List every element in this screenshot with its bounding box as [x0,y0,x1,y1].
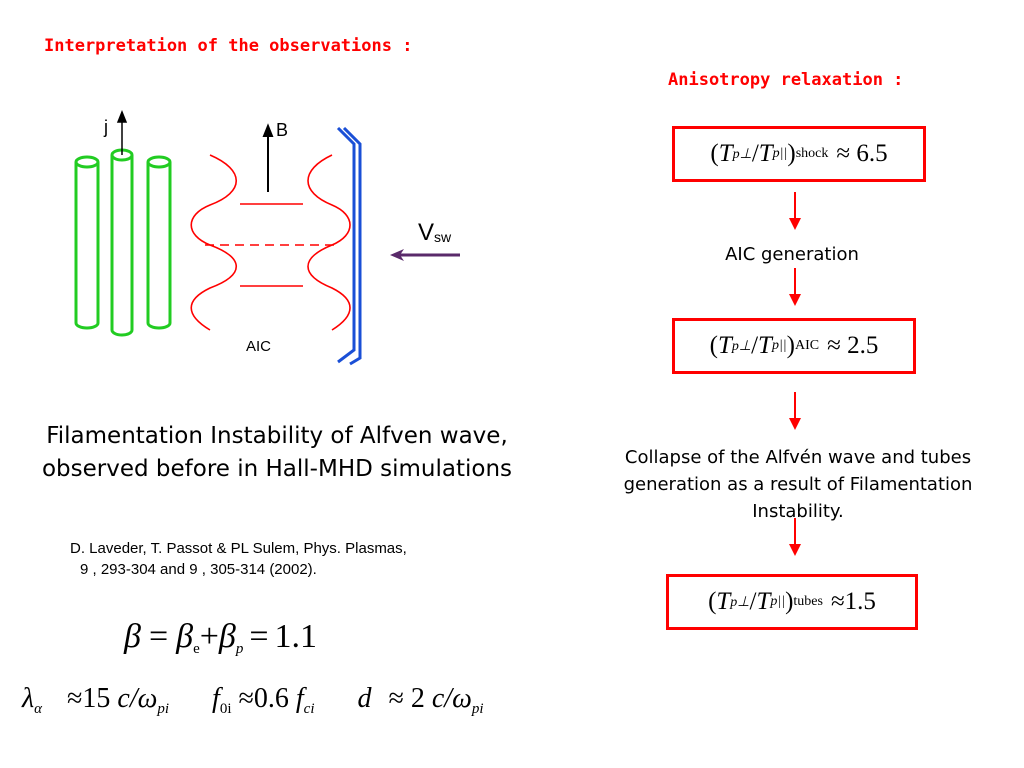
flow-arrow-1 [789,192,801,230]
label-aic: AIC [246,338,271,355]
step-aic-generation: AIC generation [725,244,859,265]
label-j: j [103,117,108,137]
anisotropy-heading: Anisotropy relaxation : [668,70,904,90]
flow-arrow-2 [789,268,801,306]
label-vsw: Vsw [418,219,452,246]
current-arrow [116,109,128,155]
parameters-equation: λα ≈15 c/ωpi f0i ≈0.6 fci d ≈ 2 c/ωpi [22,683,484,717]
reference-line-1: D. Laveder, T. Passot & PL Sulem, Phys. … [70,540,407,557]
solar-wind-arrow [390,249,460,261]
tube-middle [110,148,134,337]
step-collapse: Collapse of the Alfvén wave and tubes ge… [623,447,973,522]
filamentation-diagram: j B AIC Vsw [74,109,460,366]
green-tubes [74,148,172,337]
reference-line-2: 9 , 293-304 and 9 , 305-314 (2002). [80,561,317,578]
flow-arrow-3 [789,392,801,430]
beta-equation: β=βe+βp=1.1 [124,618,318,657]
label-b: B [276,120,288,140]
flow-arrow-4 [789,518,801,556]
filamentation-description: Filamentation Instability of Alfven wave… [41,423,513,482]
interpretation-heading: Interpretation of the observations : [44,36,413,56]
field-arrow [262,123,274,192]
reference: D. Laveder, T. Passot & PL Sulem, Phys. … [70,538,510,580]
tube-right [146,155,172,330]
tube-left [74,155,100,330]
shock-front [336,126,362,366]
aic-wave [190,154,351,331]
